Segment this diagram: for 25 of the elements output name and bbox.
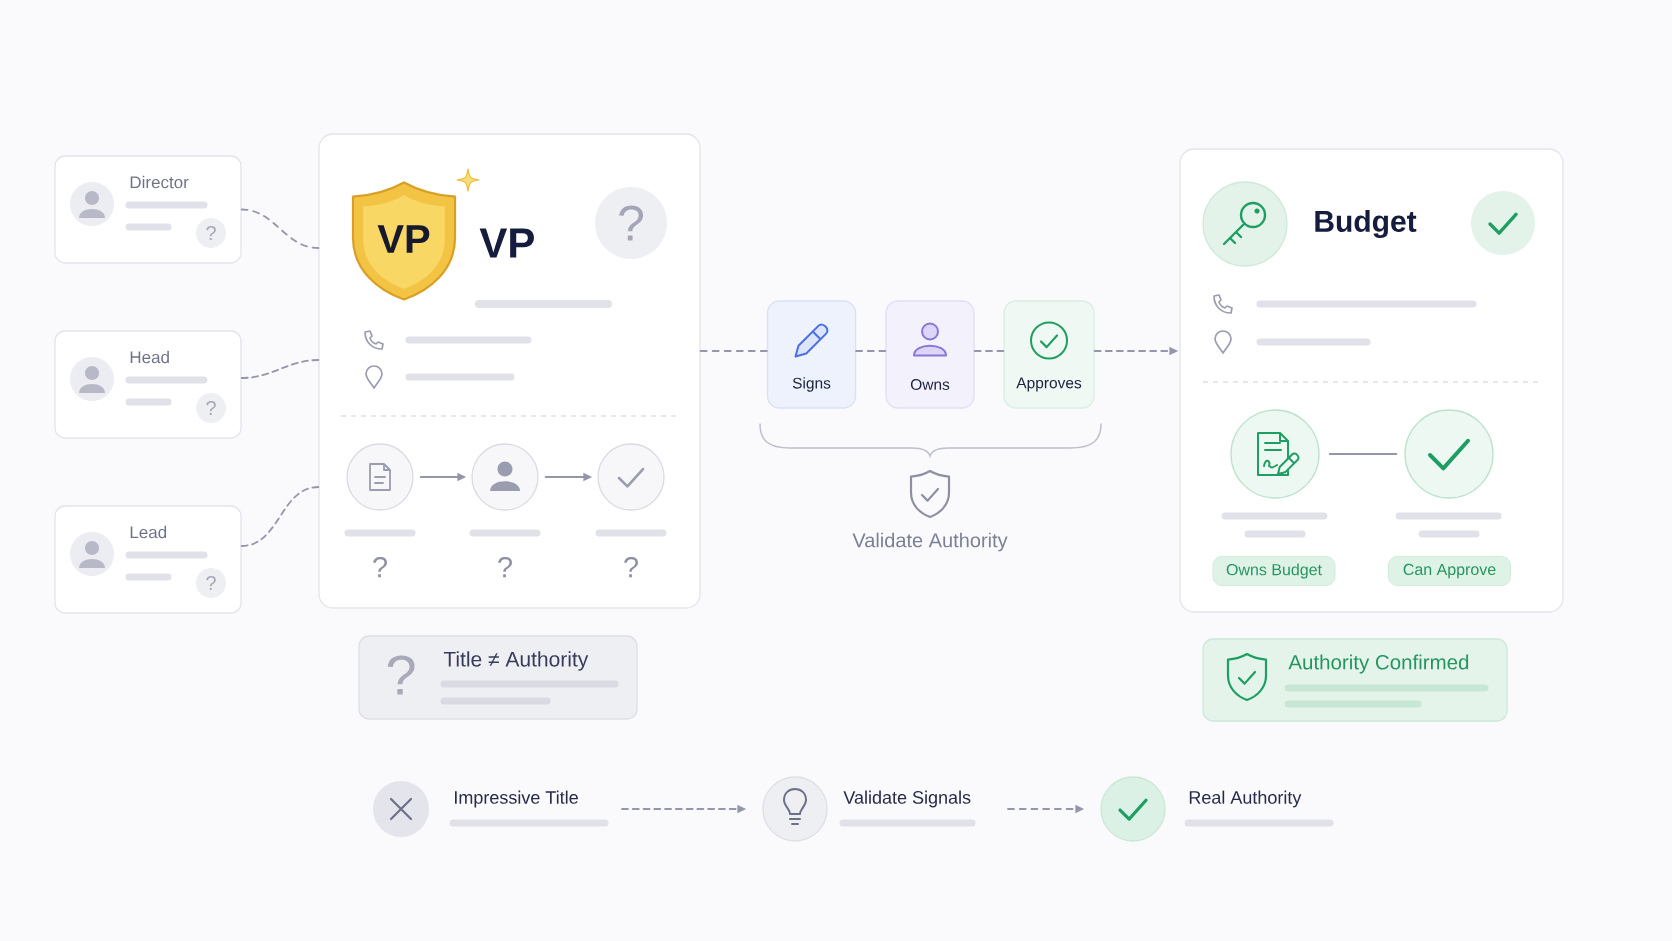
question-mark: ? <box>624 556 638 578</box>
action-card: Approves <box>1003 300 1095 409</box>
note-box: ? Title ≠ Authority <box>358 635 638 720</box>
step-label: Impressive Title <box>455 790 578 808</box>
question-badge: ? <box>196 393 226 423</box>
connector-line <box>1328 453 1398 455</box>
shield-badge: VP <box>351 181 457 301</box>
caption-label: Validate Authority <box>852 532 1008 552</box>
status-pill: Owns Budget <box>1212 556 1336 586</box>
dashed-connector <box>240 208 320 249</box>
dashed-connector <box>973 350 1005 352</box>
question-mark: ? <box>373 556 387 578</box>
action-card: Owns <box>885 300 975 409</box>
status-pill: Can Approve <box>1388 556 1511 586</box>
dashed-connector <box>855 350 887 352</box>
dashed-connector <box>699 350 768 352</box>
action-card: Signs <box>766 300 857 409</box>
step-label: Validate Signals <box>843 790 971 808</box>
step-label: Real Authority <box>1189 790 1302 808</box>
question-mark: ? <box>498 556 512 578</box>
question-badge: ? <box>196 218 226 248</box>
question-badge: ? <box>595 187 667 259</box>
dashed-connector <box>240 359 320 379</box>
dashed-connector <box>240 486 320 547</box>
question-badge: ? <box>196 568 226 598</box>
